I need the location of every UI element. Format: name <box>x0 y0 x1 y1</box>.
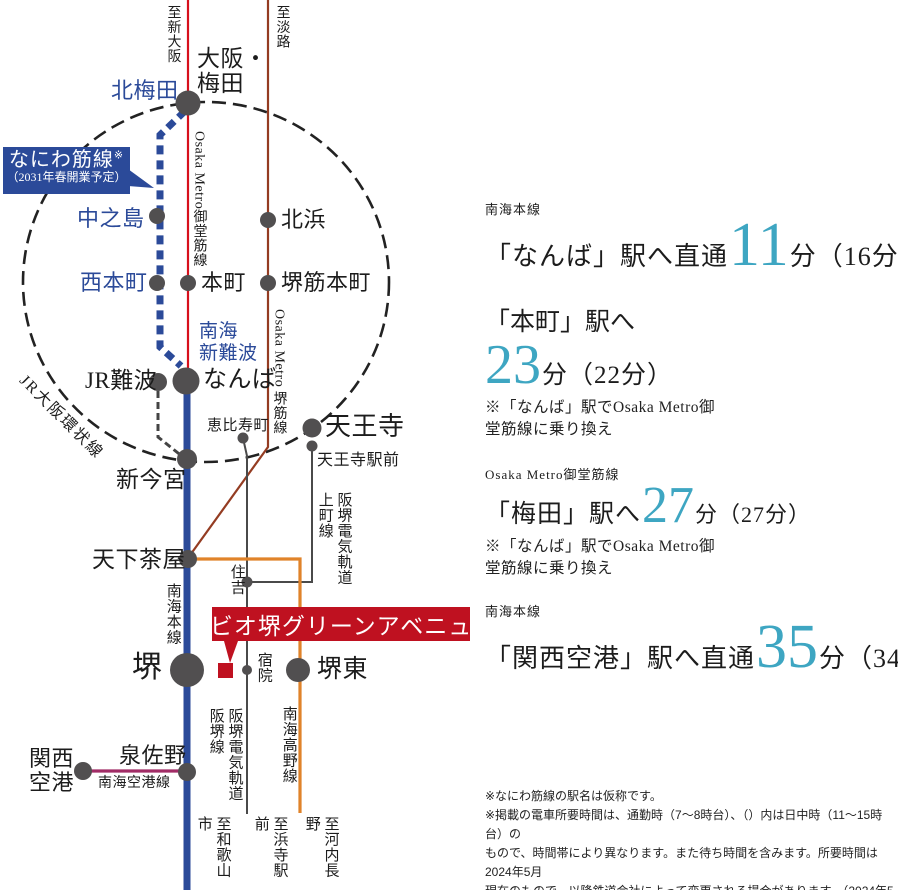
station-label-tengachaya: 天下茶屋 <box>92 547 186 572</box>
uemachi-line <box>247 446 313 583</box>
station-label-hommachi: 本町 <box>201 270 247 295</box>
access-minutes-suffix: 分（16分） <box>789 242 898 271</box>
station-label-jr-namba: JR難波 <box>85 368 158 393</box>
access-minutes: 35 <box>756 613 819 681</box>
disclaimer-text: ※なにわ筋線の駅名は仮称です。 ※掲載の電車所要時間は、通勤時（7～8時台）、（… <box>485 789 894 890</box>
access-minutes-suffix: 分（34分） <box>819 644 898 673</box>
nankai-koya-line <box>190 557 302 813</box>
access-minutes: 27 <box>642 477 695 534</box>
jr-namba-connector-line <box>156 391 184 459</box>
line-label-midosuji: Osaka Metro御堂筋線 <box>191 131 207 268</box>
station-label-sumiyoshi: 住吉 <box>228 564 245 595</box>
station-label-kita-umeda: 北梅田 <box>111 78 179 103</box>
access-minutes-suffix: 分（27分） <box>695 502 812 527</box>
line-label-sakaisuji: Osaka Metro 堺筋線 <box>271 309 287 435</box>
station-dot-tengachaya <box>179 550 197 568</box>
station-dot-jr-namba <box>149 373 167 391</box>
station-label-kansai-airport: 関西 空港 <box>29 746 75 796</box>
access-destination: 「梅田」駅へ <box>485 501 642 528</box>
station-label-tennoji-ekimae: 天王寺駅前 <box>317 452 400 469</box>
direction-to-awaji: 至淡路 <box>274 5 290 49</box>
note-mark: ※ <box>113 149 125 162</box>
direction-to-wakayama: 至和歌山市 <box>195 816 231 878</box>
line-label-hankai-hankai: 阪堺電気軌道 阪堺線 <box>207 708 243 801</box>
access-minutes-suffix: 分（22分） <box>542 362 674 389</box>
line-label-nankai-airport: 南海空港線 <box>98 776 171 791</box>
access-minutes: 11 <box>729 211 789 279</box>
access-minutes: 23 <box>485 334 541 396</box>
station-label-nishihommachi: 西本町 <box>80 270 148 295</box>
sakaisuji-line <box>187 0 270 559</box>
access-destination: 「本町」駅へ <box>485 309 636 336</box>
station-dot-nishihommachi <box>149 275 165 291</box>
station-dot-sumiyoshi <box>241 576 253 588</box>
station-label-kitahama: 北浜 <box>281 207 327 232</box>
access-note: ※「なんば」駅でOsaka Metro御 堂筋線に乗り換え <box>485 538 715 578</box>
station-dot-namba <box>172 367 200 395</box>
direction-to-shin-osaka: 至新大阪 <box>165 5 181 63</box>
access-line-name: 南海本線 <box>485 202 542 217</box>
station-dot-sakaisuji-hommachi <box>260 275 276 291</box>
access-destination: 「関西空港」駅へ直通 <box>485 644 756 673</box>
station-dot-tennoji <box>302 418 322 438</box>
callout-pointer <box>128 169 154 188</box>
property-marker <box>218 663 233 678</box>
station-label-sakaisuji-hommachi: 堺筋本町 <box>281 270 372 295</box>
station-label-shukuin: 宿院 <box>255 652 272 683</box>
station-label-tennoji: 天王寺 <box>325 412 405 441</box>
jr-loop-line <box>21 100 391 464</box>
naniwasuji-line <box>156 108 188 369</box>
direction-to-hamadera: 至浜寺駅前 <box>252 816 288 878</box>
station-dot-osaka-umeda <box>175 90 201 116</box>
station-label-namba: なんば <box>203 367 277 393</box>
line-label-hankai-uemachi: 阪堺電気軌道 上町線 <box>316 492 352 585</box>
line-label-nankai-koya: 南海高野線 <box>280 706 297 784</box>
station-label-nankai-shin-namba: 南海 新難波 <box>199 321 258 364</box>
naniwasuji-callout: なにわ筋線※ （2031年春開業予定） <box>3 147 130 194</box>
access-line-name: Osaka Metro御堂筋線 <box>485 467 620 482</box>
direction-to-kawachinagano: 至河内長野 <box>303 816 339 878</box>
station-dot-kansai-airport <box>74 762 92 780</box>
station-label-nakanoshima: 中之島 <box>77 206 145 231</box>
station-dot-tennoji-ekimae <box>306 440 318 452</box>
property-banner: リビオ堺グリーンアベニュー <box>186 607 495 641</box>
station-dot-kitahama <box>260 212 276 228</box>
banner-pointer <box>224 641 238 663</box>
station-label-osaka-umeda: 大阪・ 梅田 <box>197 46 268 97</box>
naniwasuji-callout-subtitle: （2031年春開業予定） <box>6 170 127 184</box>
station-label-shin-imamiya: 新今宮 <box>116 467 187 492</box>
station-label-sakai: 堺 <box>132 651 163 684</box>
station-dot-shukuin <box>242 665 252 675</box>
access-line-name: 南海本線 <box>485 604 542 619</box>
line-label-nankai-main: 南海本線 <box>164 583 181 645</box>
station-dot-nakanoshima <box>149 208 165 224</box>
station-dot-sakai <box>170 653 204 687</box>
station-dot-shin-imamiya <box>177 449 197 469</box>
access-destination: 「なんば」駅へ直通 <box>485 242 729 271</box>
naniwasuji-callout-title: なにわ筋線※ <box>8 149 125 171</box>
hankai-line <box>242 437 248 814</box>
station-label-sakai-higashi: 堺東 <box>317 656 369 683</box>
station-dot-izumisano <box>178 763 196 781</box>
station-dot-hommachi <box>180 275 196 291</box>
station-dot-sakai-higashi <box>286 658 310 682</box>
station-label-izumisano: 泉佐野 <box>119 743 187 768</box>
station-label-ebisucho: 恵比寿町 <box>207 418 270 434</box>
access-note: ※「なんば」駅でOsaka Metro御 堂筋線に乗り換え <box>485 399 715 439</box>
station-dot-ebisucho <box>237 432 249 444</box>
